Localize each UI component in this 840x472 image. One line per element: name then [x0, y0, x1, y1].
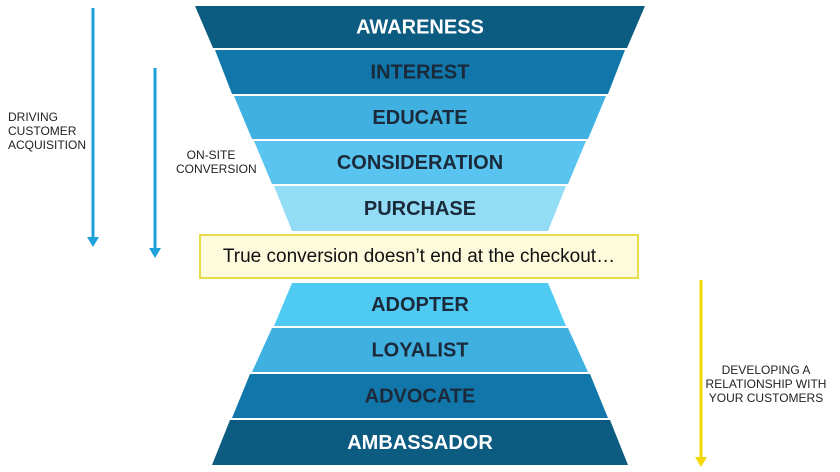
- driving-acquisition-line-2: CUSTOMER: [8, 124, 77, 138]
- funnel-label-advocate: ADVOCATE: [365, 385, 476, 407]
- bottom-funnel: ADOPTER LOYALIST ADVOCATE AMBASSADOR: [212, 283, 628, 465]
- funnel-stage-interest: [215, 50, 625, 94]
- driving-acquisition-text: DRIVING CUSTOMER ACQUISITION: [8, 110, 86, 152]
- funnel-stage-loyalist: [252, 328, 588, 372]
- funnel-label-consideration: CONSIDERATION: [337, 152, 503, 174]
- onsite-conversion-line-2: CONVERSION: [176, 162, 257, 176]
- funnel-stage-purchase: [274, 186, 566, 231]
- funnel-label-interest: INTEREST: [371, 61, 470, 83]
- callout-text: True conversion doesn’t end at the check…: [222, 245, 616, 267]
- relationship-arrow: [695, 280, 707, 467]
- relationship-arrow-head: [695, 457, 707, 467]
- conversion-callout: True conversion doesn’t end at the check…: [199, 234, 639, 279]
- funnel-stage-advocate: [232, 374, 608, 418]
- developing-relationship-line-3: YOUR CUSTOMERS: [708, 391, 824, 405]
- driving-acquisition-line-3: ACQUISITION: [8, 138, 87, 152]
- acquisition-arrow: [87, 8, 99, 247]
- conversion-arrow: [149, 68, 161, 258]
- funnel-label-purchase: PURCHASE: [364, 198, 476, 220]
- funnel-stage-educate: [234, 96, 606, 139]
- funnel-label-educate: EDUCATE: [372, 107, 467, 129]
- funnel-label-adopter: ADOPTER: [371, 294, 469, 316]
- acquisition-arrow-head: [87, 237, 99, 247]
- onsite-conversion-text: ON-SITE CONVERSION: [176, 148, 257, 176]
- funnel-stage-adopter: [274, 283, 566, 326]
- funnel-label-ambassador: AMBASSADOR: [347, 432, 493, 454]
- onsite-conversion-line-1: ON-SITE: [186, 148, 236, 162]
- funnel-label-loyalist: LOYALIST: [371, 339, 468, 361]
- developing-relationship-text: DEVELOPING A RELATIONSHIP WITH YOUR CUST…: [704, 363, 828, 405]
- arrows: [87, 8, 707, 467]
- developing-relationship-line-2: RELATIONSHIP WITH: [705, 377, 827, 391]
- funnel-label-awareness: AWARENESS: [356, 16, 484, 38]
- conversion-arrow-head: [149, 248, 161, 258]
- funnel-stage-awareness: [195, 6, 645, 48]
- funnel-stage-consideration: [254, 141, 586, 184]
- driving-acquisition-line-1: DRIVING: [8, 110, 59, 124]
- top-funnel: AWARENESS INTEREST EDUCATE CONSIDERATION PUR…: [195, 6, 645, 231]
- funnel-stage-ambassador: [212, 420, 628, 465]
- developing-relationship-line-1: DEVELOPING A: [721, 363, 811, 377]
